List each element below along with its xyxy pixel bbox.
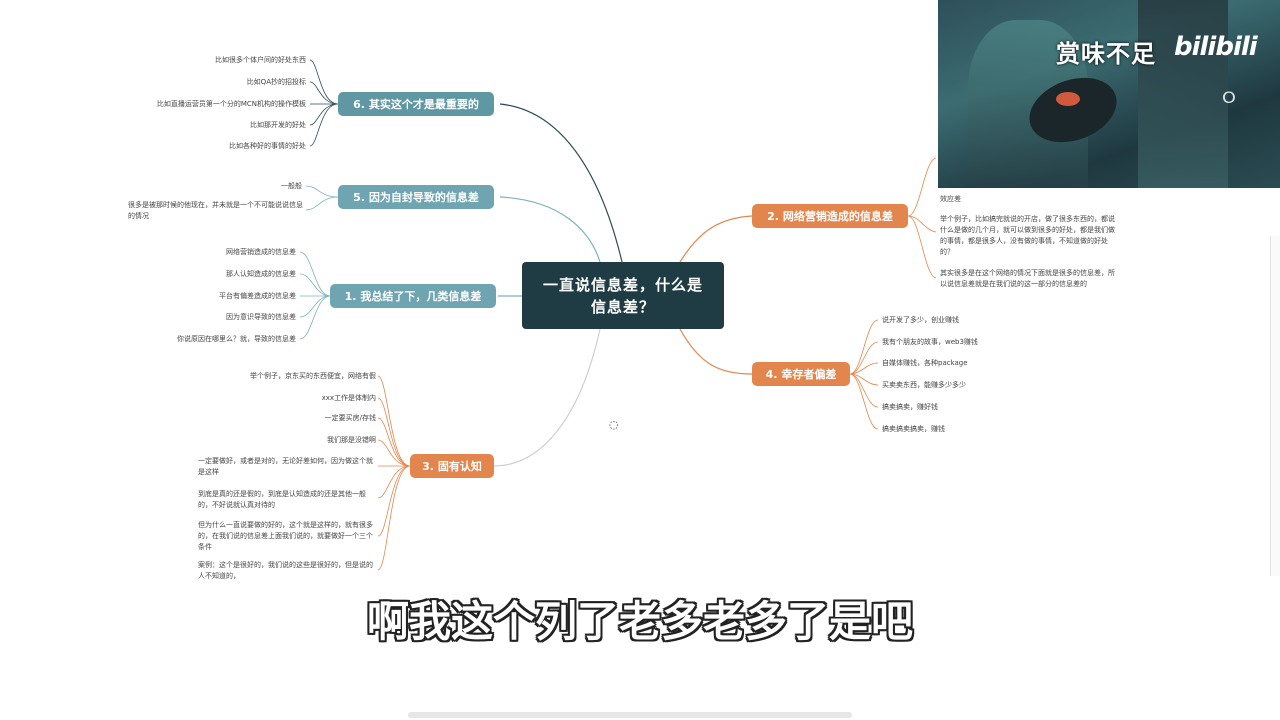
branch-3-leaf[interactable]: 举个例子，京东买的东西便宜，网络有假 [250, 372, 376, 380]
central-topic-line1: 一直说信息差，什么是 [542, 275, 703, 294]
branch-5-leaf[interactable]: 很多是被那时候的他现在，并未就是一个不可能说说信息的情况 [128, 201, 303, 220]
branch-2-label: 2. 网络营销造成的信息差 [767, 210, 893, 223]
branch-6-leaf[interactable]: 比如很多个体户间的好处东西 [215, 56, 306, 64]
branch-4-leaf[interactable]: 自媒体赚钱，各种package [882, 359, 968, 367]
branch-4-label: 4. 幸存者偏差 [765, 368, 837, 381]
branch-4-leaf[interactable]: 搞卖搞卖搞卖，赚钱 [882, 425, 945, 433]
branch-node-1[interactable]: 1. 我总结了下，几类信息差 [330, 284, 496, 308]
branch-1-leaf[interactable]: 平台有偏差造成的信息差 [219, 292, 296, 300]
branch-1-leaf[interactable]: 你说原因在哪里么？就，导致的信息差 [177, 335, 296, 343]
branch-2-leaf[interactable]: 其实很多是在这个网络的情况下面就是很多的信息差，所以说信息差就是在我们说的这一部… [940, 269, 1115, 288]
branch-3-leaf[interactable]: 案例：这个是很好的，我们说的这些是很好的，但是说的人不知道的， [198, 561, 373, 580]
branch-4-leaf[interactable]: 我有个朋友的故事，web3赚钱 [882, 338, 978, 346]
branch-3-leaf[interactable]: 一定要买房/存钱 [324, 414, 376, 422]
horizontal-scrollbar[interactable] [408, 712, 852, 718]
branch-3-leaf[interactable]: 但为什么一直说要做的好的，这个就是这样的，就有很多的，在我们说的信息差上面我们说… [198, 521, 373, 551]
branch-5-leaf[interactable]: 一般般 [281, 182, 302, 190]
branch-4-leaf[interactable]: 搞卖搞卖，赚好钱 [882, 403, 938, 411]
branch-1-leaf[interactable]: 那人认知造成的信息差 [226, 270, 296, 278]
branch-6-leaf[interactable]: 比如那开发的好处 [250, 121, 306, 129]
branch-6-leaf[interactable]: 比如QA抄的招投标 [246, 78, 306, 86]
branch-node-6[interactable]: 6. 其实这个才是最重要的 [338, 92, 494, 116]
branch-node-4[interactable]: 4. 幸存者偏差 [752, 362, 850, 386]
branch-1-leaf[interactable]: 网络营销造成的信息差 [226, 248, 296, 256]
branch-3-leaf[interactable]: 我们那是没错啊 [327, 436, 376, 444]
vertical-scrollbar[interactable] [1270, 236, 1280, 576]
branch-3-leaf[interactable]: xxx工作是体制内 [321, 394, 376, 402]
bilibili-logo: bilibili [1174, 32, 1258, 62]
branch-3-leaf[interactable]: 一定要做好，或者是对的，无论好差如何，因为做这个就是这样 [198, 457, 373, 476]
branch-1-leaf[interactable]: 因为意识导致的信息差 [226, 313, 296, 321]
branch-node-2[interactable]: 2. 网络营销造成的信息差 [752, 204, 908, 228]
branch-2-leaf[interactable]: 举个例子，比如搞完就说的开店，做了很多东西的，都说什么是做的几个月，就可以做到很… [940, 215, 1115, 256]
branch-4-leaf[interactable]: 说开发了多少，创业赚钱 [882, 316, 959, 324]
central-topic[interactable]: 一直说信息差，什么是 信息差？ [522, 262, 724, 329]
branch-3-leaf[interactable]: 到底是真的还是假的，到底是认知造成的还是其他一般的，不好说就认真对待的 [198, 490, 366, 509]
branch-5-label: 5. 因为自封导致的信息差 [353, 191, 479, 204]
branch-2-leaf[interactable]: 效应差 [940, 195, 961, 203]
channel-brand-text: 赏味不足 [1056, 40, 1156, 68]
branch-node-3[interactable]: 3. 固有认知 [410, 454, 494, 478]
branch-4-leaf[interactable]: 买卖卖东西，能赚多少多少 [882, 381, 966, 389]
central-topic-line2: 信息差？ [590, 297, 655, 316]
branch-6-leaf[interactable]: 比如各种好的事情的好处 [229, 142, 306, 150]
video-subtitle: 啊我这个列了老多老多了是吧 [366, 597, 913, 646]
bilibili-tv-icon: ᴼ [1222, 86, 1236, 119]
branch-3-label: 3. 固有认知 [422, 460, 482, 473]
branch-6-label: 6. 其实这个才是最重要的 [353, 98, 479, 111]
video-overlay: 赏味不足 bilibili ᴼ [938, 0, 1280, 188]
mouse-cursor-icon: ◌ [609, 418, 619, 431]
branch-node-5[interactable]: 5. 因为自封导致的信息差 [338, 185, 494, 209]
branch-1-label: 1. 我总结了下，几类信息差 [344, 290, 482, 303]
branch-6-leaf[interactable]: 比如直播运营员第一个分的MCN机构的操作模板 [156, 100, 306, 108]
